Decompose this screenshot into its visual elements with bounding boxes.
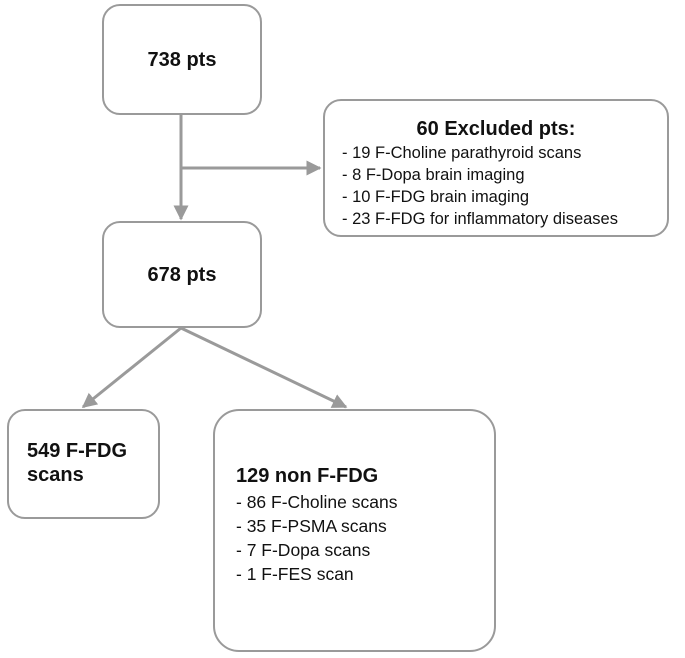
arrow-included-to-non-fdg	[180, 326, 348, 409]
list-item: - 23 F-FDG for inflammatory diseases	[342, 210, 618, 228]
non-fdg-scans-box: 129 non F-FDG - 86 F-Choline scans - 35 …	[213, 409, 496, 652]
list-item: - 19 F-Choline parathyroid scans	[342, 144, 582, 162]
included-patients-box: 678 pts	[102, 221, 262, 328]
excluded-patients-box: 60 Excluded pts: - 19 F-Choline parathyr…	[323, 99, 669, 237]
list-item: - 86 F-Choline scans	[236, 492, 398, 512]
fdg-scans-label: 549 F-FDG scans	[27, 440, 128, 486]
excluded-list: - 19 F-Choline parathyroid scans - 8 F-D…	[342, 142, 667, 230]
arrow-included-to-fdg	[81, 326, 182, 409]
list-item: - 8 F-Dopa brain imaging	[342, 166, 525, 184]
fdg-scans-box: 549 F-FDG scans	[7, 409, 160, 519]
list-item: - 1 F-FES scan	[236, 564, 354, 584]
total-patients-label: 738 pts	[147, 48, 217, 71]
non-fdg-list: - 86 F-Choline scans - 35 F-PSMA scans -…	[236, 490, 494, 586]
included-patients-label: 678 pts	[147, 263, 217, 286]
total-patients-box: 738 pts	[102, 4, 262, 115]
list-item: - 7 F-Dopa scans	[236, 540, 371, 560]
non-fdg-scans-title: 129 non F-FDG	[236, 465, 379, 487]
list-item: - 10 F-FDG brain imaging	[342, 188, 530, 206]
list-item: - 35 F-PSMA scans	[236, 516, 387, 536]
excluded-patients-title: 60 Excluded pts:	[416, 118, 576, 140]
